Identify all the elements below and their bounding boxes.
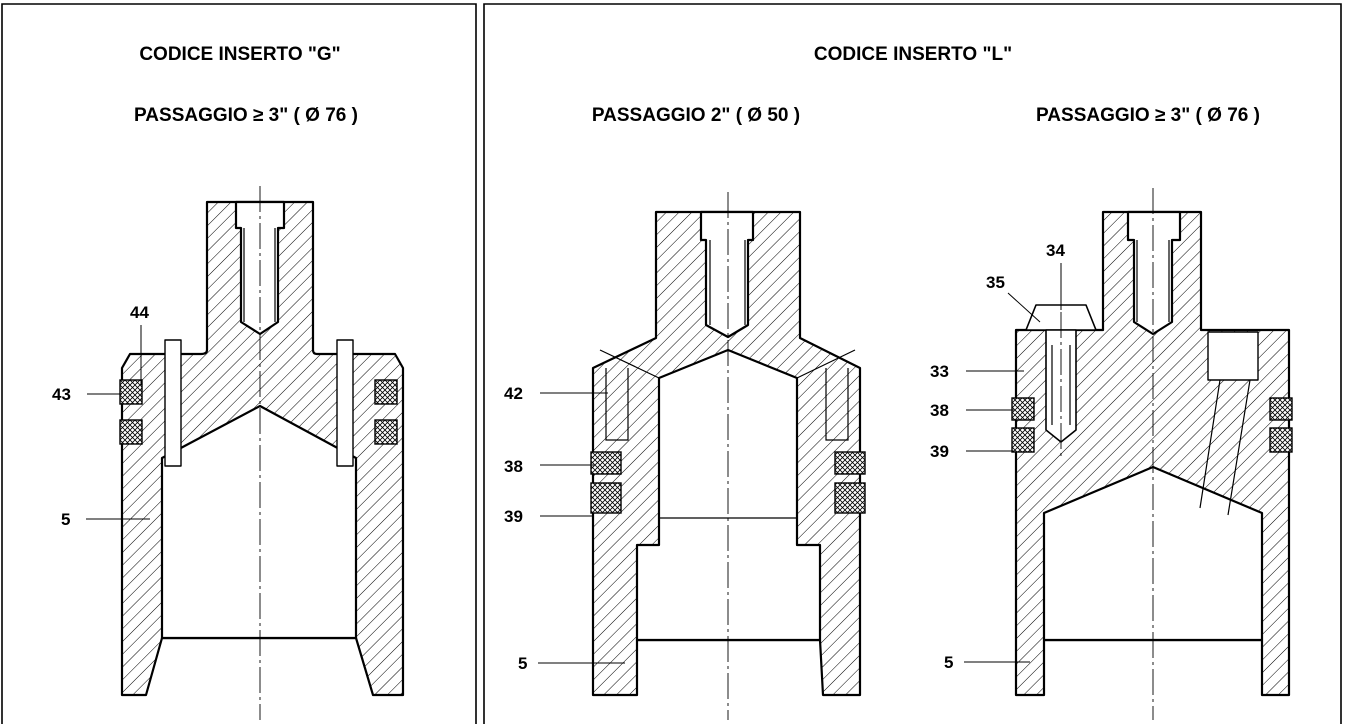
- panel-l-frame: [483, 3, 1342, 724]
- label-5-l-left: 5: [518, 654, 527, 673]
- label-44: 44: [130, 303, 149, 322]
- label-38-left: 38: [504, 457, 523, 476]
- label-43: 43: [52, 385, 71, 404]
- insert-g-section: [119, 186, 405, 720]
- panel-insert-g: CODICE INSERTO "G" PASSAGGIO ≥ 3" ( Ø 76…: [1, 3, 477, 724]
- insert-l-2in-section: [590, 192, 866, 720]
- panel-l-subtitle-right: PASSAGGIO ≥ 3" ( Ø 76 ): [1036, 105, 1260, 126]
- panel-g-frame: [1, 3, 477, 724]
- label-35: 35: [986, 273, 1005, 292]
- label-38-right: 38: [930, 401, 949, 420]
- label-5-g: 5: [61, 510, 70, 529]
- label-33: 33: [930, 362, 949, 381]
- label-34: 34: [1046, 241, 1065, 260]
- panel-g-title: CODICE INSERTO "G": [139, 44, 340, 65]
- panel-insert-l: CODICE INSERTO "L" PASSAGGIO 2" ( Ø 50 )…: [483, 3, 1342, 724]
- label-5-l-right: 5: [944, 653, 953, 672]
- panel-l-subtitle-left: PASSAGGIO 2" ( Ø 50 ): [592, 105, 800, 126]
- label-42: 42: [504, 384, 523, 403]
- insert-l-3in-section: [1011, 188, 1293, 720]
- label-39-left: 39: [504, 507, 523, 526]
- panel-g-subtitle: PASSAGGIO ≥ 3" ( Ø 76 ): [134, 105, 358, 126]
- panel-l-title: CODICE INSERTO "L": [814, 44, 1012, 65]
- label-39-right: 39: [930, 442, 949, 461]
